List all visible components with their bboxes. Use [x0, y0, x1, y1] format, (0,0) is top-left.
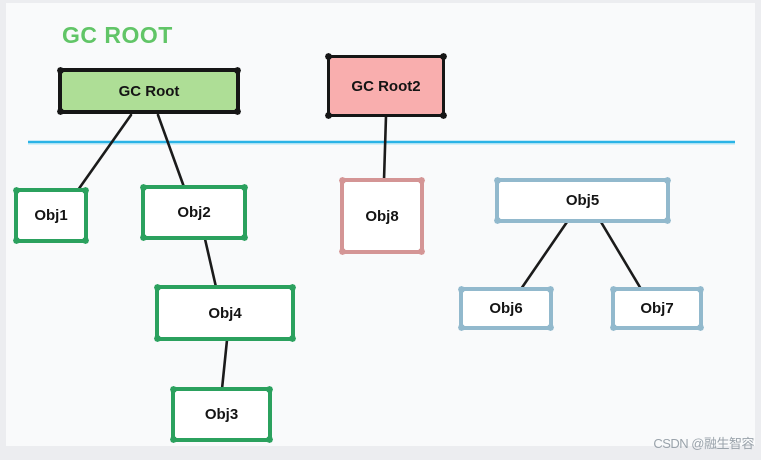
node-obj8-label: Obj8	[365, 207, 399, 225]
node-obj5-label: Obj5	[565, 192, 600, 209]
node-obj4: Obj4	[153, 283, 297, 343]
node-obj8: Obj8	[338, 176, 426, 256]
node-obj6-label: Obj6	[489, 300, 523, 317]
diagram-title: GC ROOT	[62, 22, 173, 48]
node-obj6: Obj6	[457, 285, 555, 332]
node-obj3-label: Obj3	[204, 406, 239, 423]
node-gc-root-label: GC Root	[118, 82, 180, 100]
csdn-watermark: CSDN @融生智容	[653, 436, 754, 451]
node-obj1: Obj1	[12, 186, 90, 245]
node-obj5: Obj5	[493, 176, 672, 225]
node-obj7-label: Obj7	[640, 300, 674, 317]
node-gc-root: GC Root	[56, 66, 242, 116]
node-gc-root2: GC Root2	[324, 52, 448, 120]
node-obj7: Obj7	[609, 285, 705, 332]
node-obj4-label: Obj4	[208, 304, 242, 322]
node-obj2-label: Obj2	[177, 204, 211, 221]
node-obj2: Obj2	[139, 183, 249, 242]
node-obj3: Obj3	[169, 385, 274, 444]
node-obj1-label: Obj1	[34, 207, 68, 224]
node-gc-root2-label: GC Root2	[351, 77, 421, 95]
